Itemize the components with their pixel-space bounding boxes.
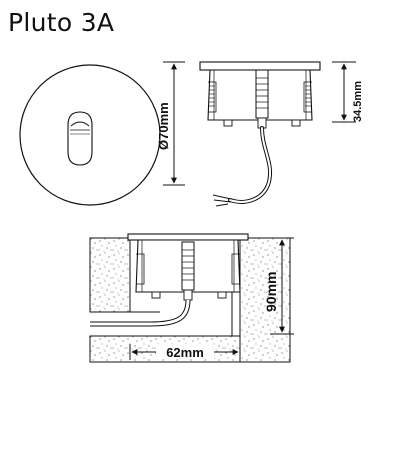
depth-label: 90mm — [263, 272, 279, 312]
installed-cross-section — [89, 233, 291, 363]
depth-dimension: 90mm — [263, 237, 294, 335]
cutout-dimension: 62mm — [129, 344, 241, 360]
diameter-dimension: Ø70mm — [156, 61, 185, 186]
diameter-label: Ø70mm — [156, 102, 171, 150]
height-dimension: 34.5mm — [332, 61, 364, 123]
height-label: 34.5mm — [352, 81, 364, 122]
front-view-circle — [19, 64, 161, 206]
cutout-label: 62mm — [166, 345, 204, 360]
product-title: Pluto 3A — [8, 8, 115, 37]
side-view-fixture — [199, 61, 321, 207]
